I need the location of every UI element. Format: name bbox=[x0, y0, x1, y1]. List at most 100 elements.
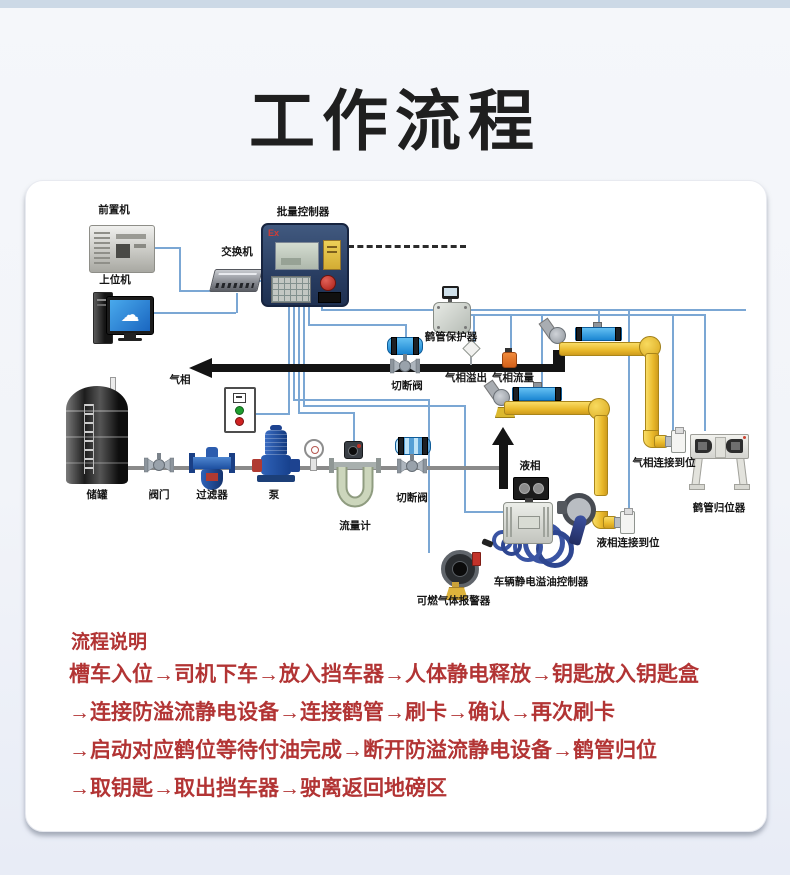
protector-monitor bbox=[442, 286, 459, 299]
arm-returner-label: 鹤管归位器 bbox=[692, 502, 746, 514]
gas-overflow-label: 气相溢出 bbox=[445, 372, 487, 384]
net-line bbox=[236, 293, 238, 313]
gas-alarm-label: 可燃气体报警器 bbox=[416, 595, 491, 607]
liquid-arm-cylinder bbox=[512, 387, 562, 401]
net-line bbox=[179, 247, 181, 291]
valve-label: 阀门 bbox=[148, 489, 170, 501]
gas-arm-cylinder bbox=[575, 327, 622, 341]
gas-connect-fitting bbox=[671, 427, 686, 453]
signal-line bbox=[428, 399, 430, 553]
liquid-phase-label: 液相 bbox=[519, 460, 541, 472]
filter-device bbox=[189, 447, 235, 491]
signal-line bbox=[598, 309, 600, 329]
signal-line bbox=[628, 309, 630, 516]
local-button-panel bbox=[224, 387, 256, 433]
top-accent-bar bbox=[0, 0, 790, 8]
host-machine-label: 上位机 bbox=[99, 274, 131, 286]
tank-ladder bbox=[84, 404, 94, 474]
signal-line bbox=[510, 314, 512, 353]
storage-tank-label: 储罐 bbox=[86, 489, 108, 501]
alarm-tag bbox=[472, 552, 481, 566]
signal-line bbox=[293, 399, 429, 401]
flow-meter-label: 流量计 bbox=[339, 520, 371, 532]
signal-line bbox=[353, 412, 355, 449]
signal-line bbox=[469, 314, 704, 316]
host-monitor: ☁ bbox=[106, 296, 154, 335]
net-line bbox=[179, 290, 213, 292]
pump-device bbox=[252, 425, 300, 483]
flow-meter-transmitter bbox=[344, 441, 363, 459]
switch-device bbox=[209, 269, 263, 292]
signal-line bbox=[672, 314, 674, 434]
gas-arm-swivel bbox=[549, 327, 566, 344]
liquid-connect-fitting bbox=[620, 508, 635, 534]
signal-line bbox=[298, 303, 300, 414]
gas-flow-label: 气相流量 bbox=[492, 372, 534, 384]
filter-label: 过滤器 bbox=[196, 489, 228, 501]
ex-mark: Ex bbox=[268, 228, 280, 238]
batch-controller-label: 批量控制器 bbox=[276, 206, 330, 218]
controller-side-panel bbox=[323, 240, 341, 270]
gas-phase-label: 气相 bbox=[169, 374, 191, 386]
liquid-cutoff-actuator bbox=[395, 437, 431, 455]
signal-line bbox=[473, 314, 475, 346]
signal-line bbox=[251, 413, 290, 415]
gas-pipeline bbox=[211, 364, 565, 372]
gas-cutoff-label: 切断阀 bbox=[391, 380, 423, 392]
controller-red-button bbox=[320, 275, 336, 291]
signal-line bbox=[308, 303, 310, 326]
signal-line bbox=[405, 324, 407, 339]
signal-line bbox=[469, 309, 746, 311]
liquid-connected-label: 液相连接到位 bbox=[596, 537, 660, 549]
gas-cutoff-valve bbox=[390, 353, 420, 374]
switch-label: 交换机 bbox=[221, 246, 253, 258]
batch-controller-device: Ex bbox=[261, 223, 349, 307]
signal-line bbox=[321, 309, 435, 311]
net-line bbox=[148, 312, 236, 314]
static-controller-box bbox=[503, 502, 553, 544]
process-diagram: ☁ Ex bbox=[26, 181, 766, 831]
static-controller-label: 车辆静电溢油控制器 bbox=[493, 576, 589, 588]
front-machine-label: 前置机 bbox=[98, 204, 130, 216]
arm-protector-label: 鹤管保护器 bbox=[424, 331, 478, 343]
gas-arm-pipe bbox=[559, 342, 647, 356]
liquid-arm-pipe bbox=[504, 401, 598, 415]
signal-line bbox=[464, 405, 466, 512]
liquid-cutoff-valve bbox=[397, 453, 427, 474]
static-controller-display bbox=[513, 477, 549, 500]
net-line bbox=[153, 247, 179, 249]
controller-screen bbox=[275, 242, 319, 270]
dotted-link bbox=[348, 245, 466, 248]
green-indicator bbox=[235, 406, 244, 415]
signal-line bbox=[293, 303, 295, 400]
gas-connected-label: 气相连接到位 bbox=[632, 457, 696, 469]
signal-line bbox=[464, 511, 507, 513]
signal-line bbox=[704, 314, 706, 431]
controller-tag bbox=[318, 292, 341, 303]
gas-flow-sensor bbox=[502, 352, 517, 368]
signal-line bbox=[308, 324, 406, 326]
arm-returner-device bbox=[690, 434, 749, 459]
controller-keypad bbox=[271, 276, 311, 303]
diagram-panel: ☁ Ex bbox=[25, 180, 767, 832]
page-title: 工作流程 bbox=[249, 84, 541, 158]
red-indicator bbox=[235, 417, 244, 426]
storage-tank-device bbox=[66, 386, 128, 484]
flow-step-line: →连接防溢流静电设备→连接鹤管→刷卡→确认→再次刷卡 bbox=[69, 701, 615, 724]
flow-step-line: →启动对应鹤位等待付油完成→断开防溢流静电设备→鹤管归位 bbox=[69, 739, 657, 762]
signal-line bbox=[288, 303, 290, 414]
front-machine-device bbox=[89, 225, 155, 273]
valve-device bbox=[144, 452, 174, 473]
arm-protector-device bbox=[433, 302, 471, 333]
signal-line bbox=[303, 303, 305, 407]
pressure-gauge bbox=[304, 439, 324, 459]
liquid-cutoff-label: 切断阀 bbox=[396, 492, 428, 504]
flow-heading: 流程说明 bbox=[71, 632, 148, 653]
flow-meter-device bbox=[329, 458, 381, 508]
signal-line bbox=[303, 405, 465, 407]
flow-step-line: →取钥匙→取出挡车器→驶离返回地磅区 bbox=[69, 777, 447, 800]
flow-step-line: 槽车入位→司机下车→放入挡车器→人体静电释放→钥匙放入钥匙盒 bbox=[69, 663, 699, 686]
signal-line bbox=[321, 303, 323, 311]
signal-line bbox=[298, 412, 354, 414]
gas-arrow-head bbox=[189, 358, 212, 378]
